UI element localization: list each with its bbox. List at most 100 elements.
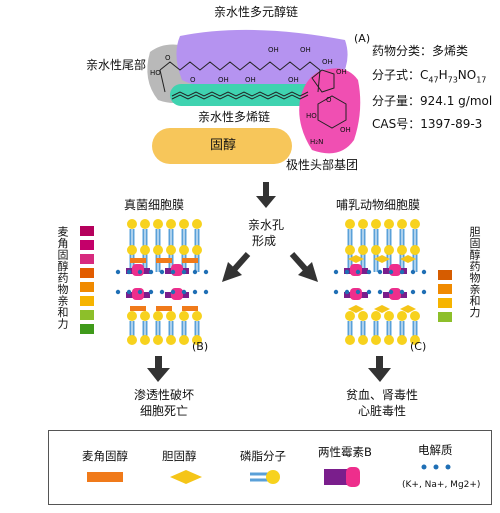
ion-dot <box>421 289 427 295</box>
affinity-swatch <box>438 298 452 308</box>
phospholipid-head <box>384 335 394 345</box>
ion-dot <box>355 289 361 295</box>
atom-labels: HO O O OH OH OH OH OH OH OH O OH HO H₂N <box>150 46 351 146</box>
phospholipid-head <box>192 245 202 255</box>
phospholipid-head <box>166 335 176 345</box>
phospholipid-head <box>384 245 394 255</box>
phospholipid-head <box>127 311 137 321</box>
pore-line-2: 形成 <box>252 234 277 248</box>
affinity-swatch <box>80 240 94 250</box>
amphotericin-head <box>132 264 144 276</box>
phospholipid-head <box>140 219 150 229</box>
ion-dot <box>170 269 176 275</box>
panel-c-label: (C) <box>410 340 427 353</box>
arrow-left-diag <box>222 252 251 282</box>
affinity-swatch <box>438 284 452 294</box>
ion-dot <box>344 289 350 295</box>
phospholipid-head <box>153 335 163 345</box>
cholesterol-mark <box>374 255 390 263</box>
svg-text:OH: OH <box>340 126 351 134</box>
tail-label: 亲水性尾部 <box>86 58 147 72</box>
ion-dot <box>148 289 154 295</box>
ergosterol-mark <box>182 258 198 263</box>
ion-dot <box>333 289 339 295</box>
phospholipid-head <box>345 335 355 345</box>
fungal-affinity-scale <box>80 226 94 334</box>
fungal-affinity-label: 麦角固醇药物亲和力 <box>56 226 69 330</box>
formula: 分子式：C47H73NO17 <box>372 66 486 84</box>
legend-phospholipid-label: 磷脂分子 <box>240 449 286 463</box>
svg-text:OH: OH <box>336 68 347 76</box>
cholesterol-mark <box>348 255 364 263</box>
phospholipid-head <box>358 219 368 229</box>
panel-b-label: (B) <box>192 340 209 353</box>
legend-box <box>48 430 492 505</box>
phospholipid-head <box>358 311 368 321</box>
phospholipid-head <box>397 335 407 345</box>
phospholipid-head <box>192 219 202 229</box>
phospholipid-head <box>140 311 150 321</box>
phospholipid-head <box>397 219 407 229</box>
formula-h-count: 73 <box>447 75 458 85</box>
ion-dot <box>355 269 361 275</box>
affinity-swatch <box>80 226 94 236</box>
fungal-result-2: 细胞死亡 <box>139 404 188 418</box>
affinity-swatch <box>80 282 94 292</box>
ion-dot <box>192 269 198 275</box>
affinity-swatch <box>438 270 452 280</box>
arrow-right-diag <box>289 252 318 282</box>
formula-prefix: 分子式：C <box>372 68 429 82</box>
ion-dot <box>399 269 405 275</box>
ion-dot <box>333 269 339 275</box>
ion-dot <box>148 269 154 275</box>
phospholipid-head <box>371 219 381 229</box>
phospholipid-head <box>358 335 368 345</box>
svg-text:O: O <box>190 76 196 84</box>
phospholipid-head <box>179 245 189 255</box>
affinity-swatch <box>80 268 94 278</box>
ion-dot <box>203 269 209 275</box>
ion-dot <box>137 269 143 275</box>
ion-dot <box>181 269 187 275</box>
phospholipid-head <box>371 335 381 345</box>
ion-dot <box>410 289 416 295</box>
phospholipid-head <box>140 335 150 345</box>
phospholipid-head <box>153 219 163 229</box>
affinity-swatch <box>438 312 452 322</box>
legend-amphotericin-icon <box>324 467 360 487</box>
cholesterol-mark <box>374 305 390 313</box>
arrow-down-main <box>256 182 276 208</box>
ion-dot <box>388 289 394 295</box>
drug-class: 药物分类：多烯类 <box>372 44 469 58</box>
ion-dot <box>344 269 350 275</box>
phospholipid-head <box>153 245 163 255</box>
affinity-swatch <box>80 324 94 334</box>
ion-dot <box>399 289 405 295</box>
mammal-affinity-label: 胆固醇药物亲和力 <box>468 226 481 318</box>
legend-electrolyte-icon <box>421 464 451 470</box>
sterol-region <box>152 128 292 164</box>
ion-dot <box>366 269 372 275</box>
ion-dot <box>126 269 132 275</box>
phospholipid-head <box>166 311 176 321</box>
pore-line-1: 亲水孔 <box>248 218 285 232</box>
phospholipid-head <box>397 311 407 321</box>
cholesterol-mark <box>348 305 364 313</box>
legend-phospholipid-icon <box>250 470 280 484</box>
ion-dot <box>377 289 383 295</box>
fungal-result-1: 渗透性破坏 <box>133 388 194 402</box>
legend-cholesterol-label: 胆固醇 <box>162 449 197 463</box>
ergosterol-mark <box>130 258 146 263</box>
phospholipid-head <box>345 219 355 229</box>
arrow-down-right <box>368 356 391 382</box>
amphotericin-head <box>350 288 362 300</box>
mammal-affinity-scale <box>438 270 452 322</box>
svg-text:HO: HO <box>306 112 317 120</box>
amphotericin-head <box>350 264 362 276</box>
ion-dot <box>181 289 187 295</box>
svg-text:O: O <box>165 54 171 62</box>
polyol-region <box>176 29 348 89</box>
legend-ergosterol-label: 麦角固醇 <box>82 449 128 463</box>
formula-h: H <box>438 68 448 82</box>
